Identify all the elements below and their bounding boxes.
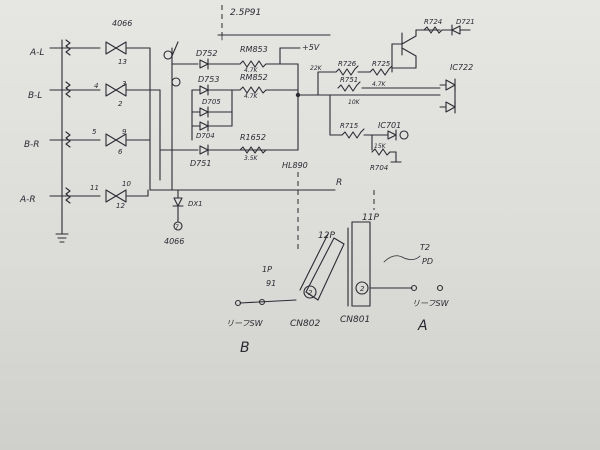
diodes-IC722 — [439, 78, 456, 114]
label-sw-a: リーフSW — [412, 299, 450, 308]
pin-10: 10 — [122, 180, 131, 188]
connector-CN801 — [347, 221, 444, 307]
node-HL890-lines — [295, 92, 441, 136]
label-12P: 12P — [318, 231, 335, 241]
label-IC722: IC722 — [450, 63, 473, 72]
label-sw-b: リーフSW — [226, 319, 264, 328]
label-R726: R726 — [338, 60, 357, 68]
pin-13: 13 — [118, 58, 127, 66]
pin-12: 12 — [116, 202, 125, 210]
label-R1652: R1652 — [240, 133, 266, 142]
top-lead — [217, 5, 331, 41]
label-B-L: B-L — [28, 91, 42, 101]
label-A-R: A-R — [19, 195, 36, 205]
input-channel-B-R — [49, 107, 101, 161]
label-RM853: RM853 — [240, 45, 268, 54]
switch-5 — [105, 133, 151, 147]
label-R751: R751 — [340, 76, 358, 84]
label-DX1: DX1 — [188, 200, 203, 208]
pin-9: 9 — [122, 128, 127, 136]
switch-13 — [105, 41, 151, 55]
resistor-R726-R725 — [317, 65, 417, 96]
label-A-L: A-L — [29, 48, 44, 58]
pin-5: 5 — [92, 128, 97, 136]
resistor-RM852 — [231, 63, 299, 151]
diode-D705-D704 — [191, 89, 233, 141]
label-RM852: RM852 — [240, 73, 268, 82]
letter-B: B — [240, 340, 250, 356]
input-channel-A-L — [49, 39, 101, 67]
top-center-label: 2.5P91 — [230, 8, 261, 18]
pin-circle-right: 2 — [360, 285, 365, 293]
pin-4: 4 — [94, 82, 98, 90]
label-R704: R704 — [370, 164, 388, 172]
label-D752: D752 — [196, 49, 217, 58]
resistor-R751 — [337, 81, 441, 92]
input-channel-A-R — [49, 159, 101, 243]
bus-R-label: R — [336, 178, 342, 188]
label-R724: R724 — [424, 18, 442, 26]
label-91: 91 — [266, 279, 276, 288]
node-circle-9 — [163, 50, 173, 60]
switch-11 — [105, 189, 149, 203]
diode-DX1 — [172, 189, 184, 231]
letter-A: A — [417, 318, 428, 334]
label-1P: 1P — [262, 265, 272, 274]
connector-CN802 — [234, 233, 345, 307]
label-D705: D705 — [202, 98, 221, 106]
resistor-RM853 — [231, 47, 301, 68]
label-D721: D721 — [456, 18, 475, 26]
input-channel-B-L — [49, 65, 101, 109]
switch-4 — [105, 83, 161, 97]
label-CN801: CN801 — [340, 315, 370, 325]
label-T2: T2 — [420, 243, 430, 252]
label-35k: 3.5K — [244, 155, 259, 162]
label-11P: 11P — [362, 213, 379, 223]
ic-4066-bottom: 4066 — [164, 237, 184, 246]
label-15k: 15K — [374, 143, 387, 150]
label-10k: 10K — [348, 99, 361, 106]
resistor-R1652 — [239, 146, 267, 154]
diode-D753 — [191, 84, 233, 96]
pin-3: 3 — [122, 80, 126, 88]
label-IC701: IC701 — [378, 121, 401, 130]
label-HL890: HL890 — [282, 161, 308, 170]
control-bus — [147, 41, 336, 197]
label-47k-c: 4.7K — [372, 81, 387, 88]
diode-D751 — [159, 144, 299, 156]
pin-6: 6 — [118, 148, 123, 156]
transistor-section — [391, 29, 441, 69]
label-D751: D751 — [190, 159, 211, 168]
label-22k: 22K — [310, 65, 323, 72]
label-R725: R725 — [372, 60, 391, 68]
label-R715: R715 — [340, 122, 359, 130]
node-circle-8 — [171, 77, 181, 87]
label-B-R: B-R — [24, 140, 40, 150]
label-D704: D704 — [196, 132, 215, 140]
label-PD: PD — [422, 257, 433, 266]
bottom-pin: 7 — [175, 224, 179, 231]
pin-circle-left: 2 — [308, 289, 313, 297]
diode-D752 — [171, 58, 233, 70]
pin-2: 2 — [118, 100, 123, 108]
resistor-R724 — [423, 26, 443, 34]
ic-4066-top: 4066 — [112, 19, 132, 28]
label-plus5v: +5V — [302, 43, 320, 52]
label-47k-b: 4.7K — [244, 93, 259, 100]
label-CN802: CN802 — [290, 319, 320, 329]
label-47k-a: 4.7K — [244, 67, 259, 74]
label-D753: D753 — [198, 75, 219, 84]
diode-D721 — [441, 24, 471, 36]
pin-11: 11 — [90, 184, 99, 192]
resistor-R715 — [341, 128, 409, 163]
